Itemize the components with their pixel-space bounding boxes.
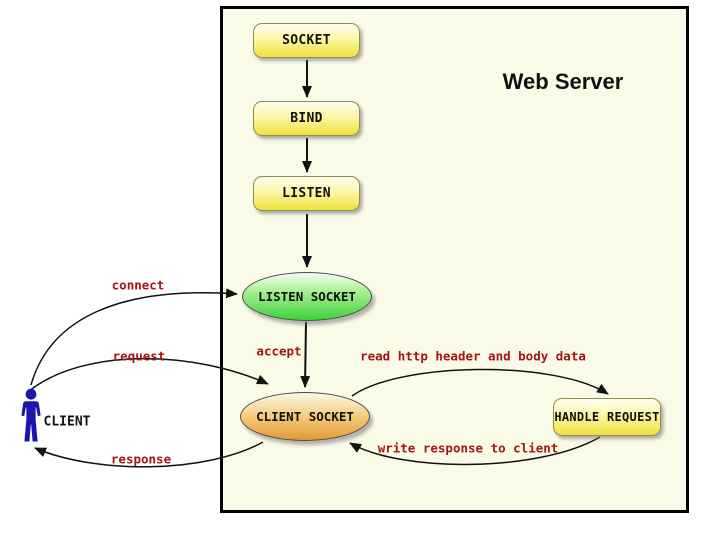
node-bind: BIND bbox=[253, 101, 360, 136]
arrow-connect-client-to-listen-socket bbox=[30, 288, 238, 386]
edge-label-request: request bbox=[112, 348, 166, 364]
edge-label-accept: accept bbox=[256, 343, 302, 359]
server-title: Web Server bbox=[502, 69, 624, 94]
edge-label-write-response: write response to client bbox=[377, 440, 559, 456]
node-handle-request: HANDLE REQUEST bbox=[553, 398, 661, 436]
node-client-socket: CLIENT SOCKET bbox=[240, 392, 370, 441]
client-label: CLIENT bbox=[43, 414, 91, 430]
edge-label-read-http: read http header and body data bbox=[360, 348, 586, 364]
edge-label-connect: connect bbox=[111, 277, 165, 293]
node-listen-socket-label: LISTEN SOCKET bbox=[258, 289, 356, 304]
node-listen: LISTEN bbox=[253, 176, 360, 211]
node-listen-label: LISTEN bbox=[282, 186, 331, 201]
node-listen-socket: LISTEN SOCKET bbox=[242, 272, 372, 321]
edge-label-response: response bbox=[110, 451, 172, 467]
node-socket-label: SOCKET bbox=[282, 33, 331, 48]
node-client-socket-label: CLIENT SOCKET bbox=[256, 409, 354, 424]
node-handle-request-label: HANDLE REQUEST bbox=[554, 410, 660, 424]
node-socket: SOCKET bbox=[253, 23, 360, 58]
node-bind-label: BIND bbox=[290, 111, 323, 126]
